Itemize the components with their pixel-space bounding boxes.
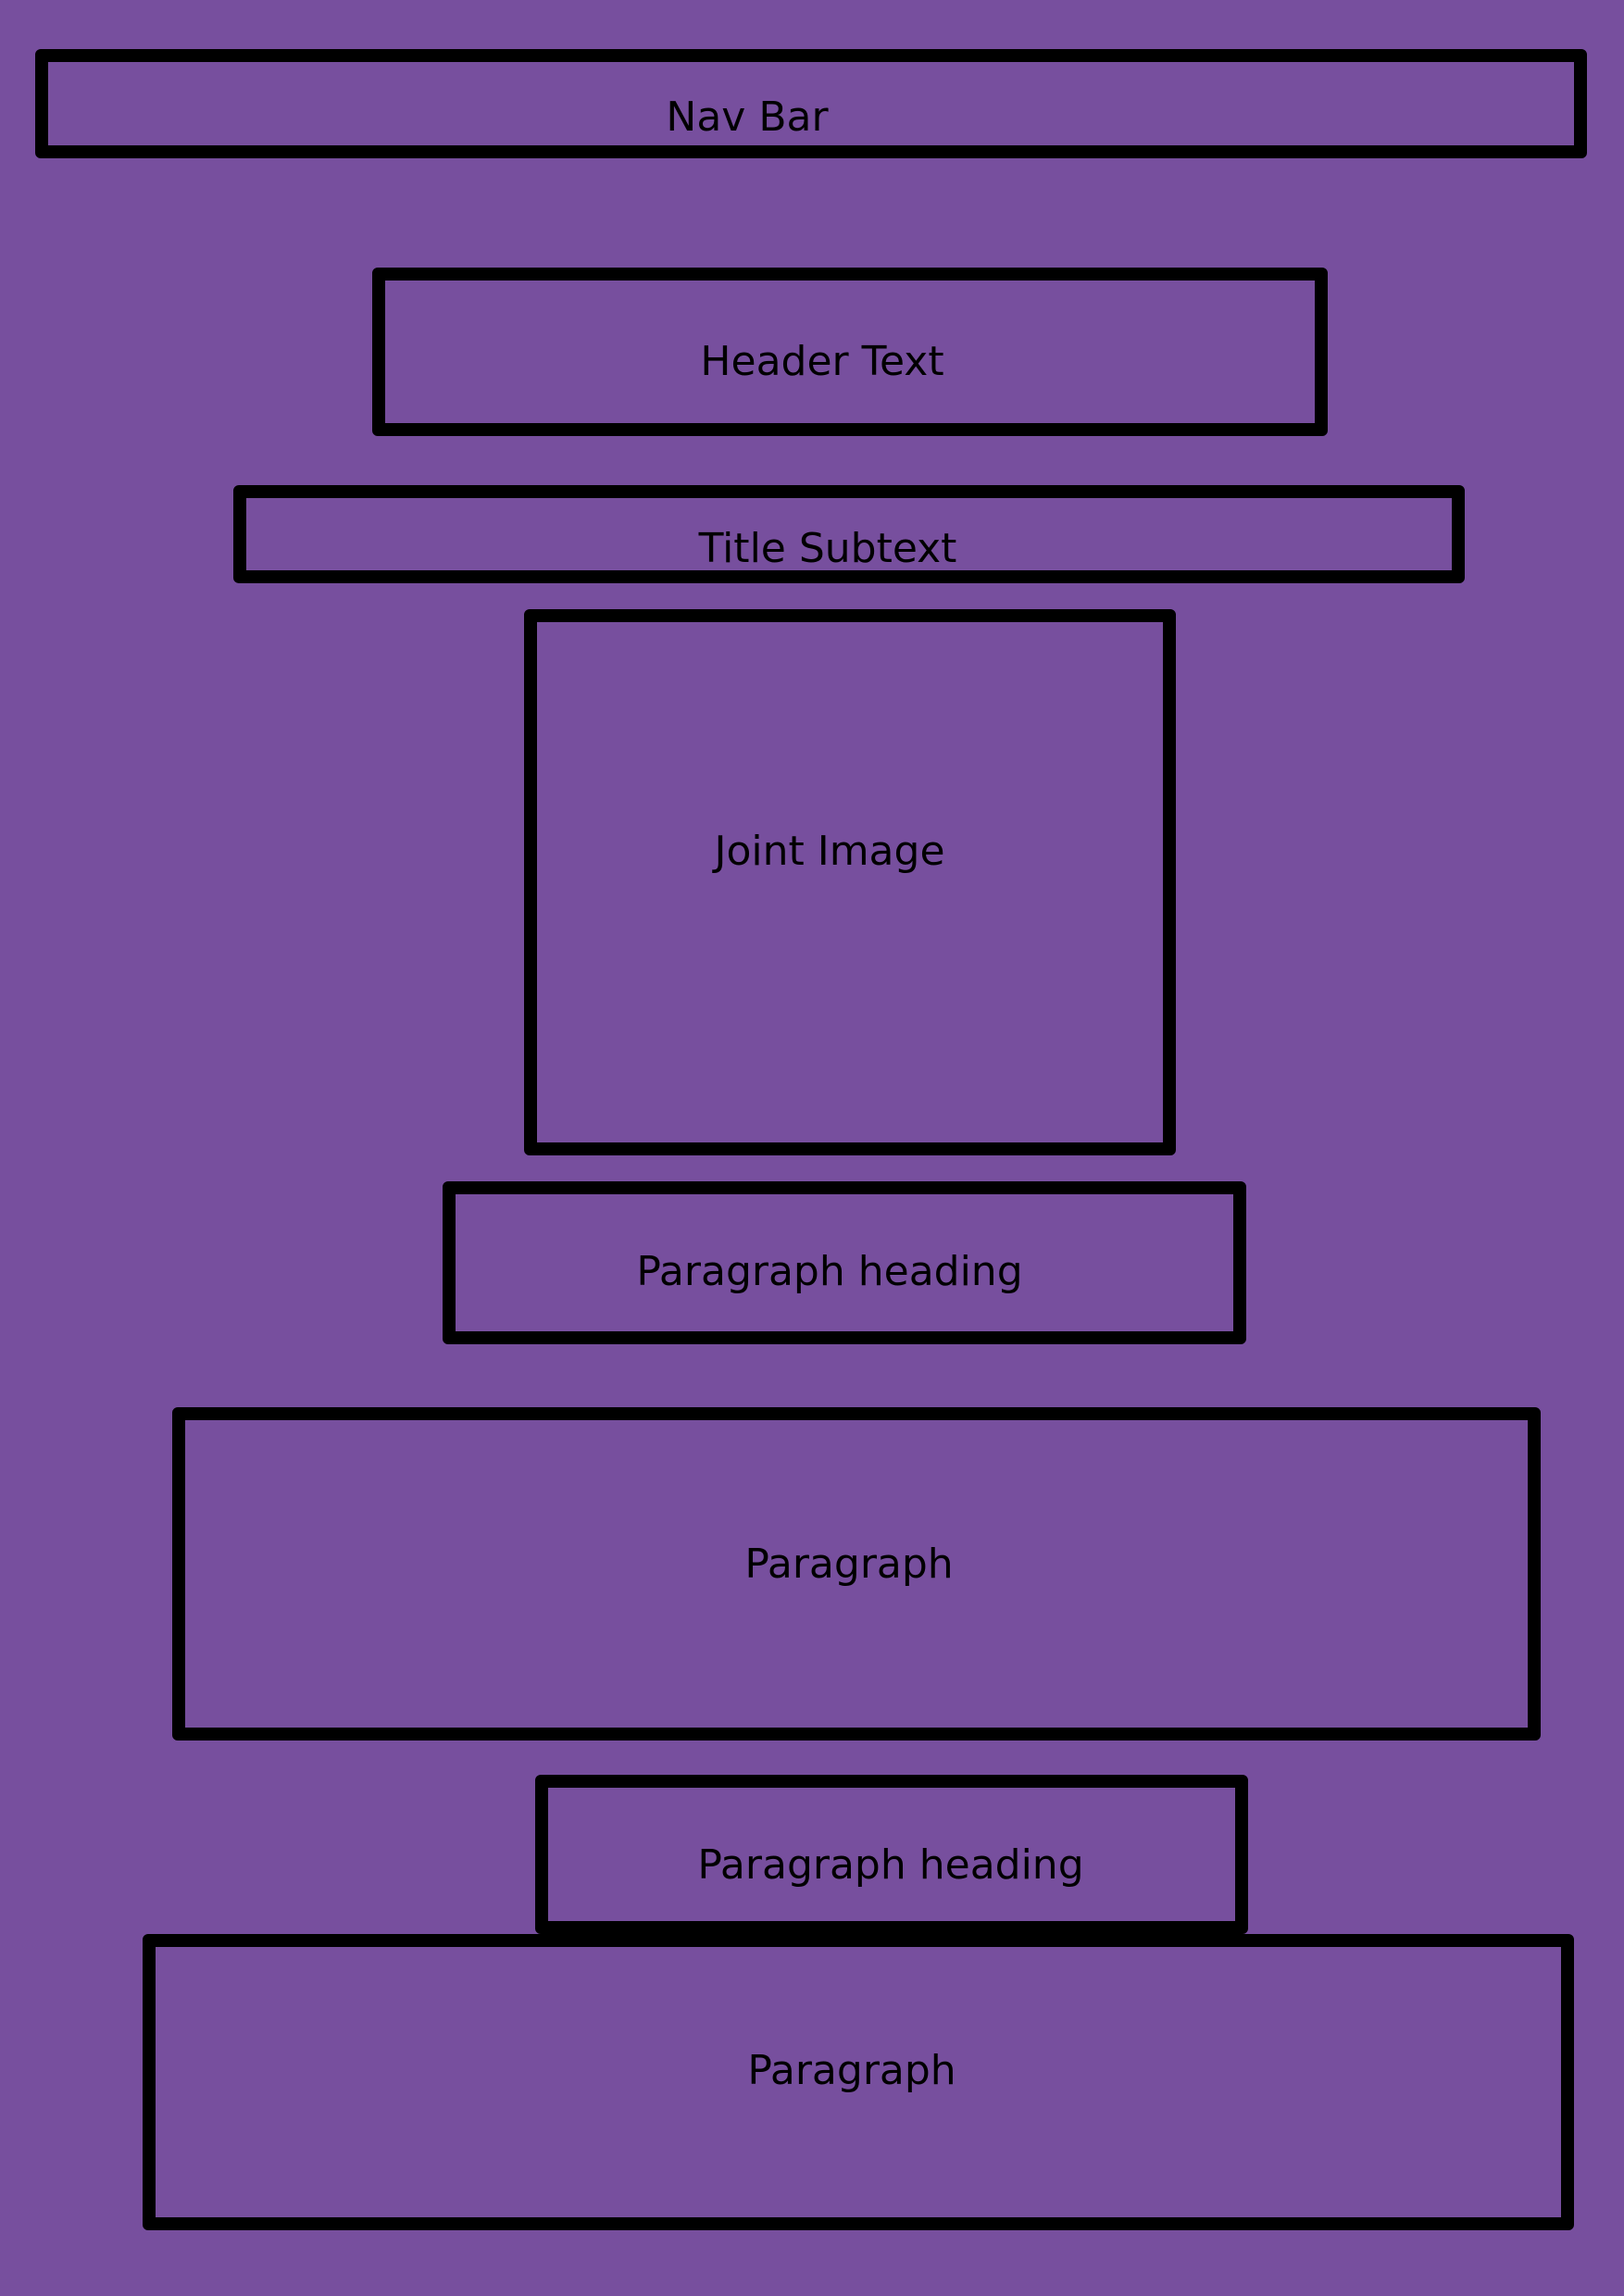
paragraph-heading-placeholder-1: Paragraph heading: [443, 1181, 1246, 1344]
paragraph-heading-label-2: Paragraph heading: [697, 1841, 1084, 1889]
nav-bar-label: Nav Bar: [666, 94, 829, 141]
paragraph-label-2: Paragraph: [747, 2047, 956, 2094]
paragraph-placeholder-1: Paragraph: [172, 1407, 1541, 1741]
paragraph-heading-placeholder-2: Paragraph heading: [535, 1775, 1248, 1934]
paragraph-label-1: Paragraph: [744, 1541, 954, 1588]
header-text-placeholder: Header Text: [372, 268, 1328, 436]
nav-bar-placeholder: Nav Bar: [35, 49, 1587, 158]
paragraph-heading-label-1: Paragraph heading: [636, 1248, 1023, 1295]
title-subtext-label: Title Subtext: [698, 525, 957, 572]
joint-image-placeholder: Joint Image: [524, 609, 1176, 1155]
paragraph-placeholder-2: Paragraph: [143, 1934, 1574, 2230]
joint-image-label: Joint Image: [714, 828, 945, 875]
header-text-label: Header Text: [700, 338, 944, 385]
title-subtext-placeholder: Title Subtext: [233, 485, 1465, 583]
